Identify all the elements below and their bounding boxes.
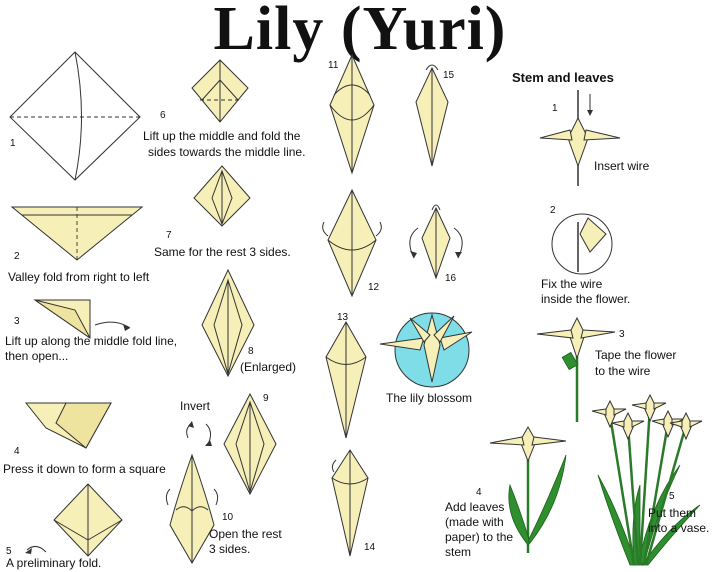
step-10-caption-line2: 3 sides. [209,542,251,556]
stem-step-4-caption-line4: stem [445,545,472,559]
step-13-figure [325,320,367,439]
invert-arrows-icon [186,421,212,446]
stem-step-2-number: 2 [550,205,556,216]
stem-step-3-number: 3 [619,329,625,340]
step-10-figure [165,453,219,564]
curved-arrow-icon [25,546,47,554]
stem-step-2-caption-line1: Fix the wire [541,277,603,291]
step-9-figure [223,392,277,496]
step-3-caption-line2: then open... [5,349,69,363]
step-4-figure [24,402,112,449]
step-5-figure [53,483,123,557]
step-6-figure [191,59,249,123]
stem-step-2-figure [551,213,613,275]
stem-step-4-caption-line2: (made with [445,515,504,529]
step-16-number: 16 [445,273,457,284]
stem-step-5-figure [591,393,703,566]
step-2-caption: Valley fold from right to left [8,270,150,284]
step-3-caption-line1: Lift up along the middle fold line, [5,334,178,348]
step-7-caption: Same for the rest 3 sides. [154,245,291,259]
stem-step-1-caption: Insert wire [594,159,650,173]
stem-step-5-number: 5 [669,491,675,502]
step-2-number: 2 [14,251,20,262]
stem-step-5-caption-line2: into a vase. [648,521,710,535]
lily-blossom-caption: The lily blossom [386,391,473,405]
stem-step-4-caption-line3: paper) to the [445,530,514,544]
step-6-caption-line1: Lift up the middle and fold the [143,129,301,143]
stem-step-1-number: 1 [552,103,558,114]
step-16-figure [409,204,463,280]
stem-step-4-figure [489,425,567,553]
stem-step-2-caption-line2: inside the flower. [541,292,631,306]
step-9-number: 9 [263,393,269,404]
step-5-caption: A preliminary fold. [6,556,102,570]
stem-step-5-caption-line1: Put them [648,506,697,520]
step-10-caption-line1: Open the rest [209,527,282,541]
stem-step-3-caption-line1: Tape the flower [595,348,677,362]
step-5-number: 5 [6,546,12,557]
step-8-number: 8 [248,346,254,357]
stem-step-4-caption-line1: Add leaves [445,500,505,514]
step-14-figure [331,449,369,557]
step-10-number: 10 [222,512,234,523]
step-4-number: 4 [14,446,20,457]
page-title: Lily (Yuri) [213,0,507,63]
step-13-number: 13 [337,312,349,323]
step-1-number: 1 [10,138,16,149]
lily-blossom-figure [379,312,473,388]
invert-label: Invert [180,399,211,413]
step-6-caption-line2: sides towards the middle line. [148,145,306,159]
stem-section-header: Stem and leaves [512,70,614,85]
step-11-figure [329,53,375,175]
step-6-number: 6 [160,110,166,121]
step-15-number: 15 [443,70,455,81]
step-12-figure [322,188,382,298]
step-1-figure [9,51,141,181]
step-8-figure [201,268,255,378]
step-8-caption: (Enlarged) [240,360,297,374]
step-14-number: 14 [364,542,376,553]
step-11-number: 11 [328,60,339,71]
step-7-number: 7 [166,230,172,241]
step-4-caption: Press it down to form a square [3,462,166,476]
step-15-figure [415,64,449,167]
stem-step-1-figure [539,90,621,186]
step-2-figure [10,206,144,261]
step-7-figure [193,165,251,227]
step-12-number: 12 [368,282,380,293]
stem-step-3-figure [536,316,616,422]
stem-step-4-number: 4 [476,487,482,498]
step-3-number: 3 [14,316,20,327]
step-3-figure [33,299,131,339]
stem-step-3-caption-line2: to the wire [595,364,651,378]
